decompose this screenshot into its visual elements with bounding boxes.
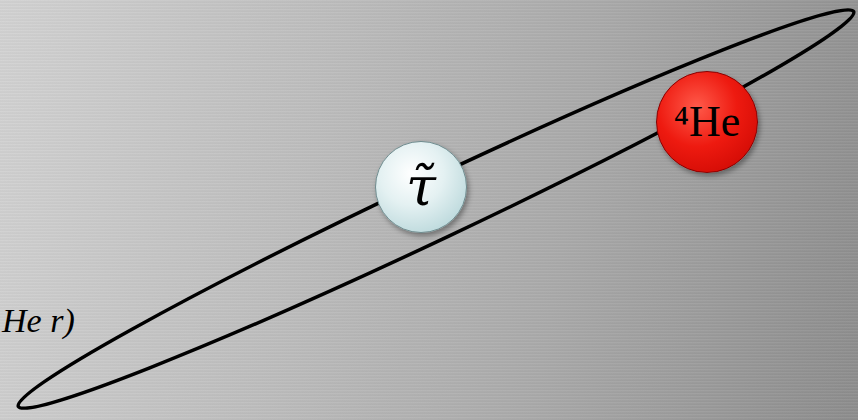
formula-fragment: He r): [2, 302, 75, 340]
stau-sphere: τ̃: [375, 141, 467, 233]
orbit-ellipse: [5, 0, 858, 420]
particle-label: ⁴He: [674, 100, 741, 144]
particle-label: τ̃: [406, 160, 436, 214]
helium-sphere: ⁴He: [656, 71, 758, 173]
